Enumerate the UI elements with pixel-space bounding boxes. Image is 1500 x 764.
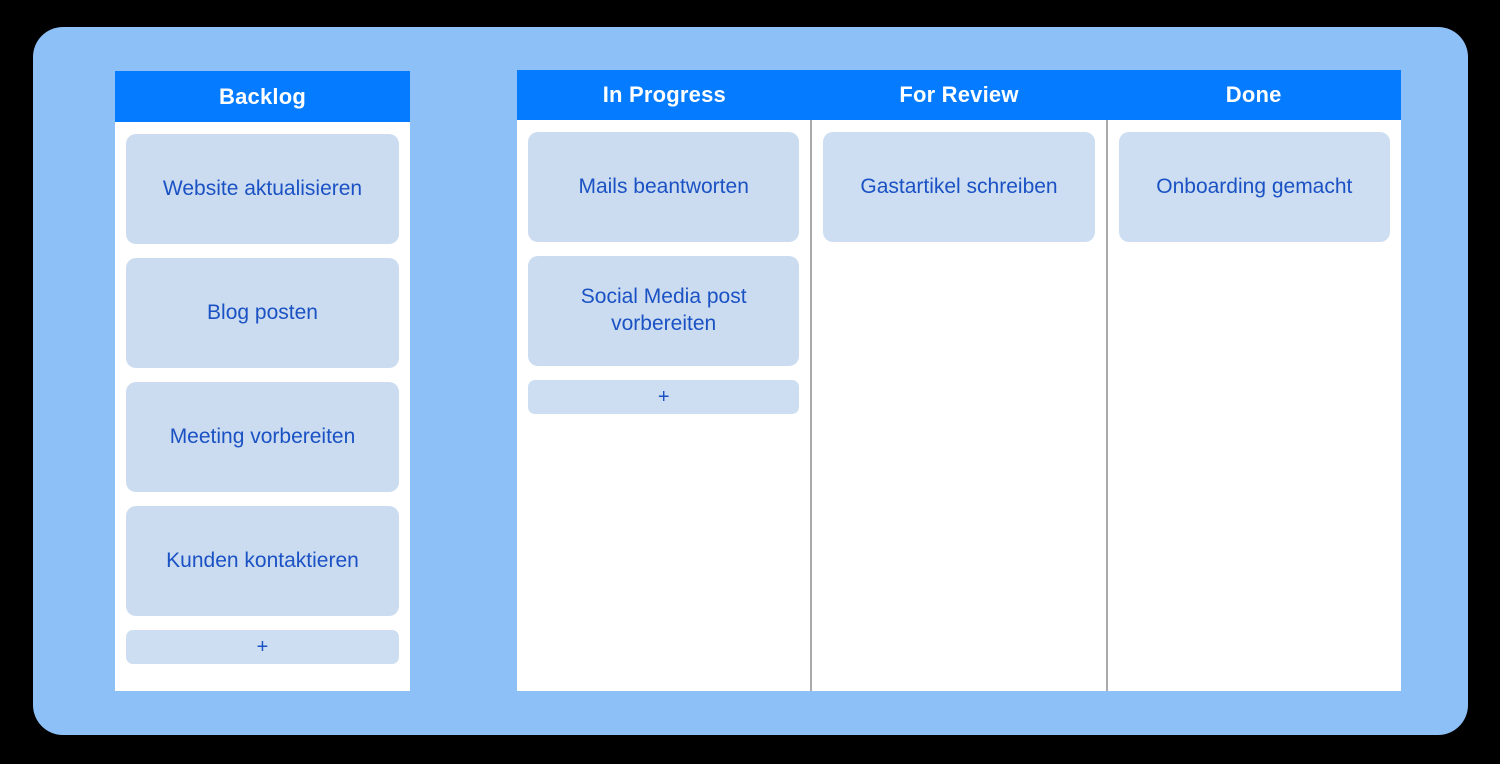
main-board: In Progress For Review Done Mails beantw… [517, 70, 1401, 691]
card-website-aktualisieren[interactable]: Website aktualisieren [126, 134, 399, 244]
column-header-backlog[interactable]: Backlog [219, 83, 306, 109]
column-done: Onboarding gemacht [1105, 120, 1401, 691]
card-mails-beantworten[interactable]: Mails beantworten [528, 132, 800, 242]
card-gastartikel-schreiben[interactable]: Gastartikel schreiben [823, 132, 1095, 242]
column-header-done[interactable]: Done [1225, 82, 1282, 107]
backlog-header-row: Backlog [115, 71, 410, 122]
backlog-body: Website aktualisieren Blog posten Meetin… [115, 122, 410, 691]
add-card-button-backlog[interactable]: + [126, 630, 399, 664]
plus-icon: + [256, 636, 269, 658]
card-social-media-post-vorbereiten[interactable]: Social Media post vorbereiten [528, 256, 800, 366]
column-header-for-review[interactable]: For Review [899, 82, 1019, 107]
main-header-row: In Progress For Review Done [517, 70, 1401, 120]
column-header-in-progress[interactable]: In Progress [602, 82, 726, 107]
plus-icon: + [657, 386, 670, 408]
backlog-board: Backlog Website aktualisieren Blog poste… [115, 71, 410, 691]
card-blog-posten[interactable]: Blog posten [126, 258, 399, 368]
card-meeting-vorbereiten[interactable]: Meeting vorbereiten [126, 382, 399, 492]
main-body: Mails beantworten Social Media post vorb… [517, 120, 1401, 691]
card-kunden-kontaktieren[interactable]: Kunden kontaktieren [126, 506, 399, 616]
add-card-button-in-progress[interactable]: + [528, 380, 800, 414]
column-for-review: Gastartikel schreiben [810, 120, 1105, 691]
column-in-progress: Mails beantworten Social Media post vorb… [517, 120, 810, 691]
column-backlog: Website aktualisieren Blog posten Meetin… [115, 122, 410, 691]
card-onboarding-gemacht[interactable]: Onboarding gemacht [1118, 132, 1390, 242]
kanban-frame: Backlog Website aktualisieren Blog poste… [33, 27, 1468, 735]
